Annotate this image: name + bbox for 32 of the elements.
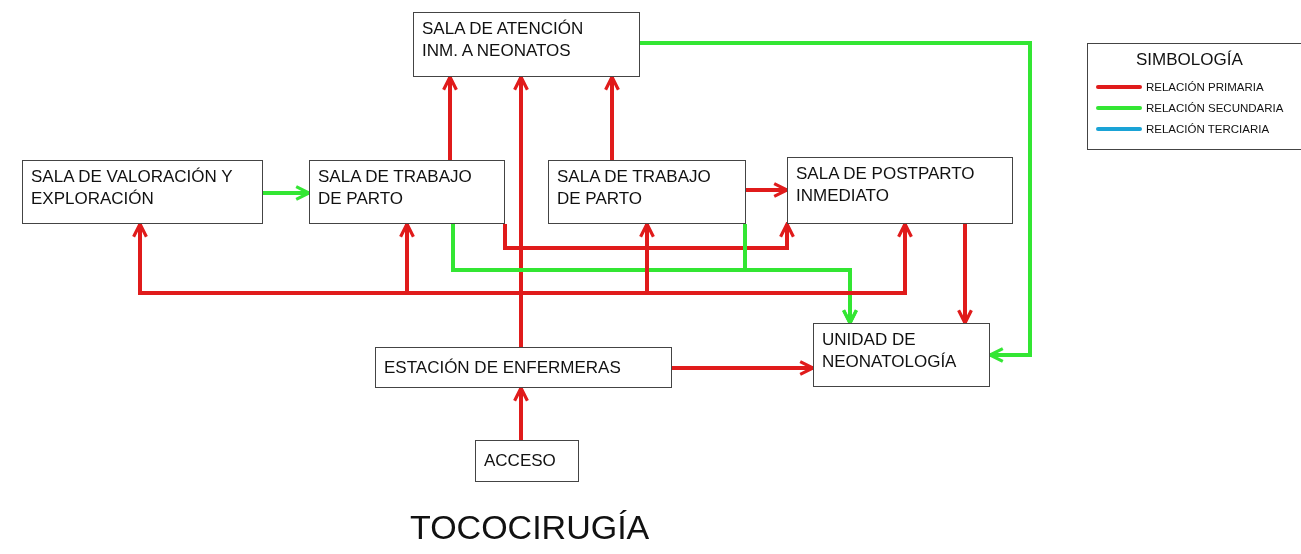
legend-text: RELACIÓN PRIMARIA [1146,80,1264,93]
room-name: SALA DE POSTPARTO INMEDIATO [796,163,976,207]
room-box [309,160,505,224]
room-box [813,323,990,387]
arrow [957,224,973,325]
room-name: ACCESO [484,450,556,472]
room-box [413,12,640,77]
room-name: ESTACIÓN DE ENFERMERAS [384,356,621,379]
arrow [743,224,858,325]
room-name: SALA DE TRABAJO DE PARTO [557,166,712,210]
room-box [548,160,746,224]
room-box [375,347,672,388]
legend-text: RELACIÓN SECUNDARIA [1146,101,1284,114]
diagram-title: TOCOCIRUGÍA [410,508,650,547]
arrow [604,75,620,160]
legend-title: SIMBOLOGÍA [1136,50,1244,70]
room-name: SALA DE VALORACIÓN Y EXPLORACIÓN [31,166,234,210]
arrow [672,360,815,376]
room-box [787,157,1013,224]
room-name: SALA DE ATENCIÓN INM. A NEONATOS [422,18,585,62]
arrow [640,41,1032,363]
room-name: UNIDAD DE NEONATOLOGÍA [822,329,958,373]
room-box [22,160,263,224]
arrow [513,386,529,440]
arrow [503,222,795,250]
room-name: SALA DE TRABAJO DE PARTO [318,166,473,210]
legend-text: RELACIÓN TERCIARIA [1146,122,1270,135]
arrow [263,185,311,201]
arrow [746,182,789,198]
room-box [475,440,579,482]
arrow [442,75,458,160]
arrow [519,222,913,347]
